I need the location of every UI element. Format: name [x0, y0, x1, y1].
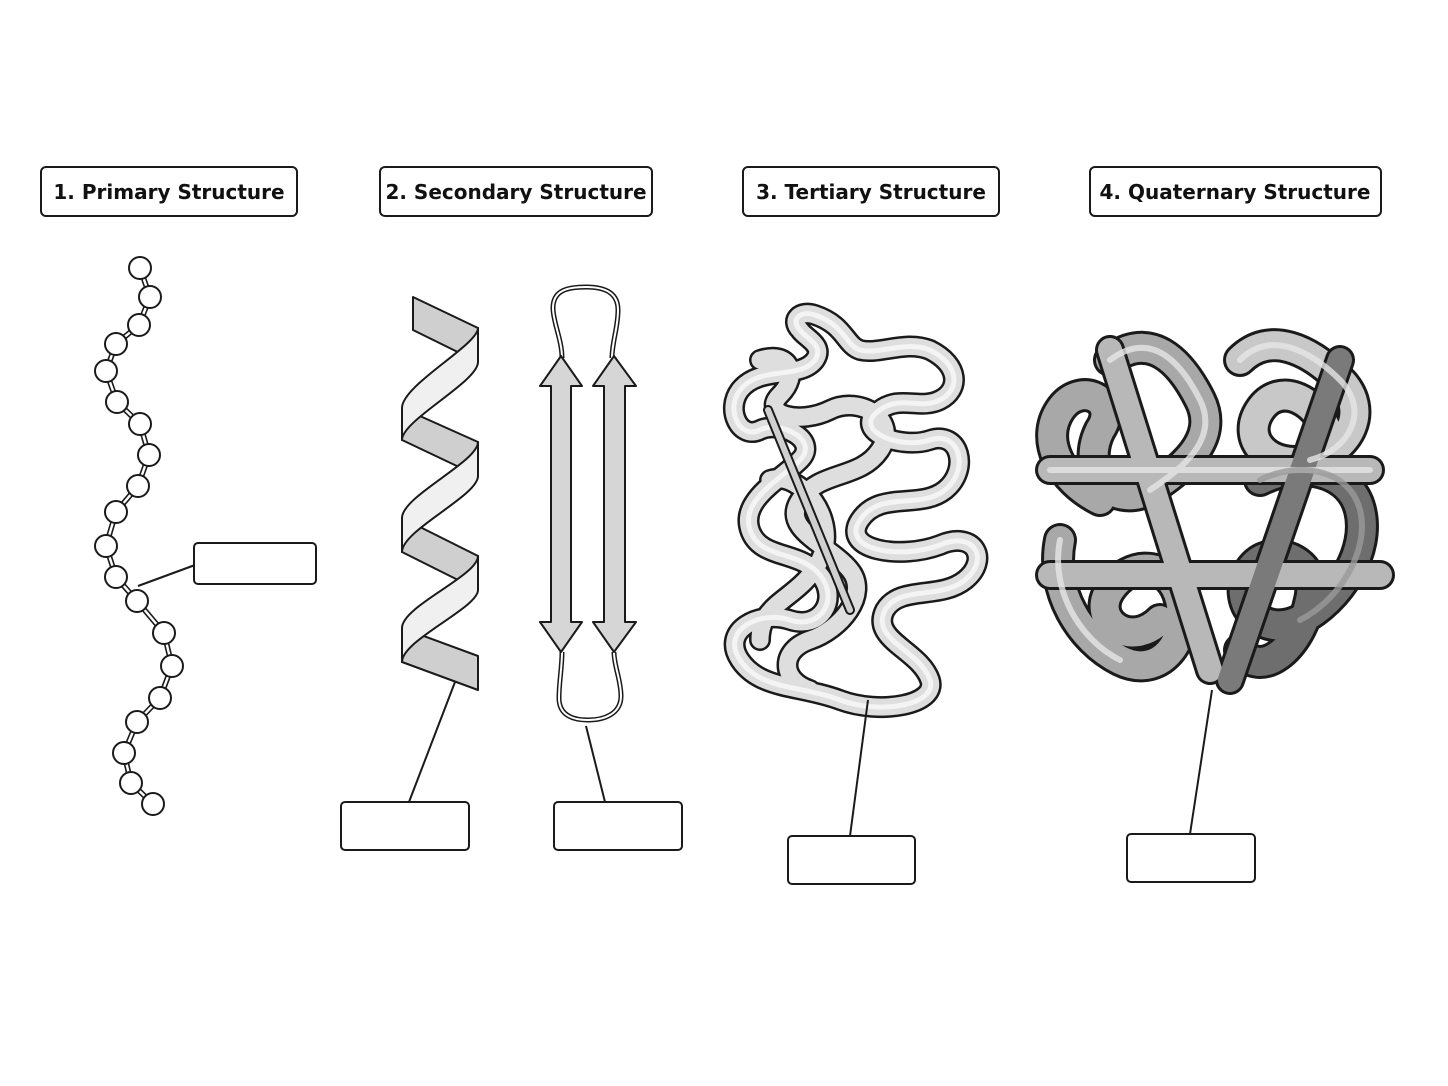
amino-acid-bead	[126, 474, 150, 498]
answer-box-beta-sheet[interactable]	[553, 801, 683, 851]
amino-acid-bead	[141, 792, 165, 816]
title-tertiary: 3. Tertiary Structure	[756, 180, 986, 204]
amino-acid-bead	[104, 500, 128, 524]
amino-acid-bead	[104, 565, 128, 589]
amino-acid-bead	[119, 771, 143, 795]
leader-line-primary	[137, 564, 196, 587]
amino-acid-bead	[125, 589, 149, 613]
answer-box-primary[interactable]	[193, 542, 317, 585]
answer-box-tertiary[interactable]	[787, 835, 916, 885]
amino-acid-bead	[137, 443, 161, 467]
title-secondary-box: 2. Secondary Structure	[379, 166, 653, 217]
amino-acid-bead	[125, 710, 149, 734]
amino-acid-bead	[94, 534, 118, 558]
amino-acid-bead	[105, 390, 129, 414]
title-quaternary-box: 4. Quaternary Structure	[1089, 166, 1382, 217]
tertiary-fold	[723, 302, 989, 719]
amino-acid-bead	[160, 654, 184, 678]
title-quaternary: 4. Quaternary Structure	[1100, 180, 1371, 204]
leader-line-alpha-helix	[408, 681, 456, 803]
amino-acid-bead	[148, 686, 172, 710]
amino-acid-bead	[112, 741, 136, 765]
beta-sheet	[539, 284, 637, 723]
title-tertiary-box: 3. Tertiary Structure	[742, 166, 1000, 217]
leader-line-beta-sheet	[585, 725, 606, 803]
amino-acid-bead	[127, 313, 151, 337]
title-primary-box: 1. Primary Structure	[40, 166, 298, 217]
answer-box-quaternary[interactable]	[1126, 833, 1256, 883]
amino-acid-bead	[152, 621, 176, 645]
amino-acid-chain	[94, 256, 184, 816]
quaternary-complex	[1035, 328, 1395, 695]
alpha-helix	[401, 296, 479, 691]
leader-line-quaternary	[1189, 689, 1213, 835]
amino-acid-bead	[128, 256, 152, 280]
leader-line-tertiary	[849, 699, 869, 837]
amino-acid-bead	[104, 332, 128, 356]
amino-acid-bead	[128, 412, 152, 436]
amino-acid-bead	[138, 285, 162, 309]
title-primary: 1. Primary Structure	[53, 180, 284, 204]
answer-box-alpha-helix[interactable]	[340, 801, 470, 851]
amino-acid-bead	[94, 359, 118, 383]
title-secondary: 2. Secondary Structure	[385, 180, 646, 204]
